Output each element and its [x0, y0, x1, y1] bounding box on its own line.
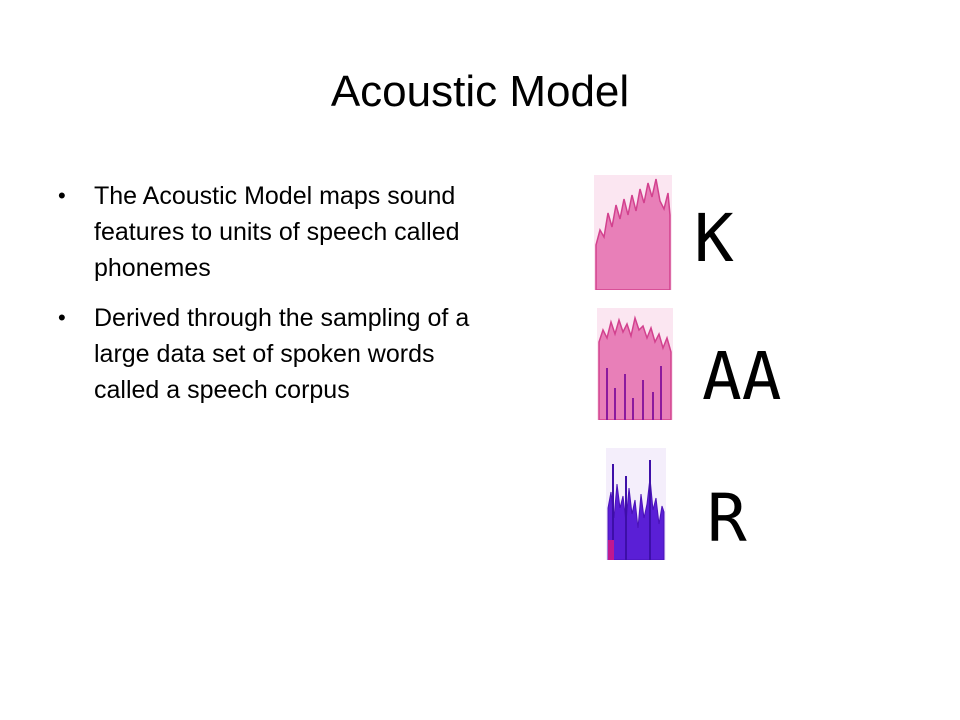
spectrogram-k-icon: [594, 175, 672, 290]
slide-title: Acoustic Model: [330, 67, 630, 116]
phoneme-label: K: [694, 200, 734, 277]
bullet-item: • Derived through the sampling of a larg…: [58, 300, 478, 408]
spectrogram-aa-icon: [597, 308, 673, 420]
phoneme-label: AA: [702, 338, 782, 415]
spectrogram-r-icon: [606, 448, 666, 560]
bullet-text: Derived through the sampling of a large …: [94, 304, 470, 404]
bullet-list: • The Acoustic Model maps sound features…: [58, 178, 478, 422]
bullet-text: The Acoustic Model maps sound features t…: [94, 182, 460, 282]
phoneme-label: R: [707, 480, 747, 557]
bullet-dot-icon: •: [58, 183, 66, 208]
bullet-item: • The Acoustic Model maps sound features…: [58, 178, 478, 286]
bullet-dot-icon: •: [58, 305, 66, 330]
